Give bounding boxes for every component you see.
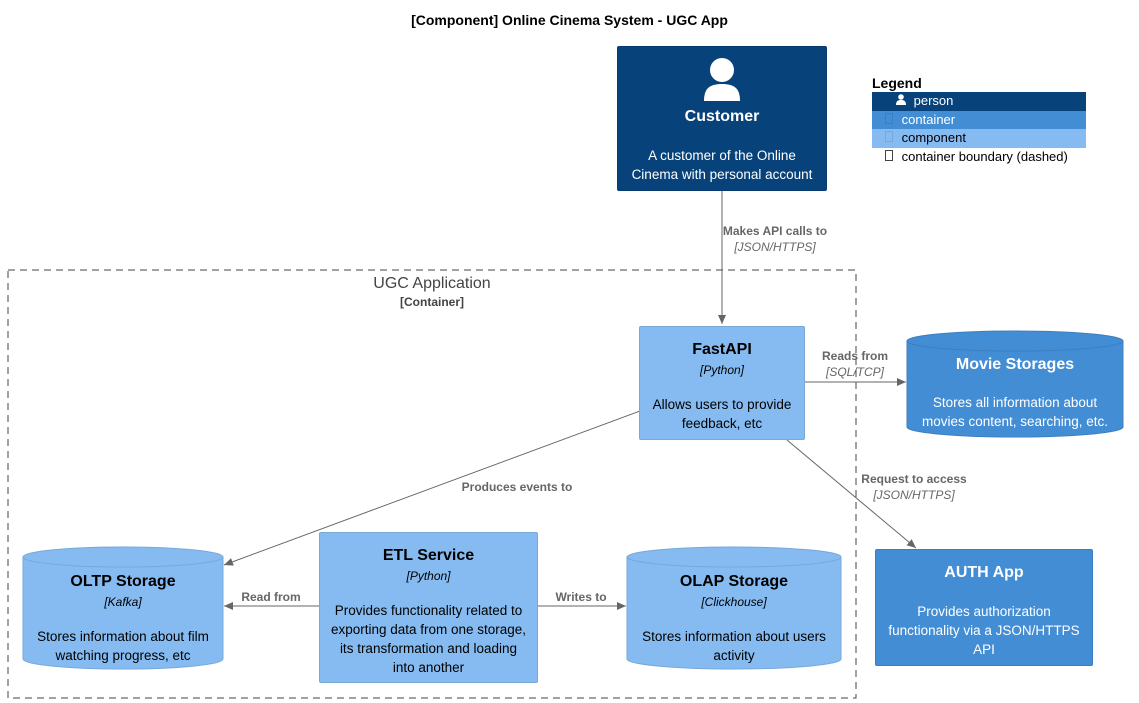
arrow-fastapi-oltp [223, 410, 641, 566]
arrow-fastapi-auth [786, 439, 917, 549]
legend-item-container: container [872, 110, 1086, 130]
etl-name: ETL Service [382, 547, 475, 564]
legend-label: component [901, 130, 966, 145]
database-shape [22, 546, 224, 670]
auth-app-node[interactable]: AUTH App Provides authorization function… [875, 549, 1093, 666]
customer-name: Customer [684, 108, 760, 125]
auth-desc: Provides authorization functionality via… [888, 604, 1080, 657]
auth-name: AUTH App [944, 564, 1024, 581]
rel-label: Request to access [861, 472, 967, 486]
rel-tech: [SQL/TCP] [825, 365, 884, 379]
movie-storages-desc: Stores all information about movies cont… [921, 395, 1109, 429]
ugc-boundary [7, 269, 857, 699]
oltp-storage-node[interactable]: OLTP Storage [Kafka] Stores information … [22, 546, 224, 670]
movie-storages-node[interactable]: Movie Storages Stores all information ab… [906, 330, 1124, 438]
fastapi-name: FastAPI [692, 341, 752, 358]
boundary-type: [Container] [400, 295, 464, 309]
diagram-title: [Component] Online Cinema System - UGC A… [411, 12, 728, 28]
fastapi-node[interactable]: FastAPI [Python] Allows users to provide… [639, 326, 805, 440]
oltp-desc: Stores information about film watching p… [37, 629, 209, 663]
person-icon [892, 92, 910, 111]
rel-fastapi-auth: Request to access [JSON/HTTPS] [852, 472, 976, 502]
olap-tech: [Clickhouse] [701, 595, 767, 609]
olap-name: OLAP Storage [679, 573, 789, 590]
rel-label: Read from [241, 590, 301, 604]
rel-fastapi-oltp: Produces events to [452, 480, 582, 494]
legend-item-component: component [872, 129, 1086, 148]
oltp-name: OLTP Storage [70, 573, 176, 590]
etl-node[interactable]: ETL Service [Python] Provides functional… [319, 532, 538, 683]
rel-tech: [JSON/HTTPS] [873, 488, 955, 502]
rel-label: Produces events to [461, 480, 573, 494]
fastapi-desc: Allows users to provide feedback, etc [652, 397, 792, 431]
legend-label: container boundary (dashed) [901, 148, 1068, 164]
box-icon [880, 148, 898, 167]
rel-label: Writes to [555, 590, 607, 604]
legend-title: Legend [872, 75, 922, 91]
rel-etl-oltp: Read from [232, 590, 310, 604]
olap-storage-node[interactable]: OLAP Storage [Clickhouse] Stores informa… [626, 546, 842, 670]
database-shape [906, 330, 1124, 438]
oltp-tech: [Kafka] [104, 595, 142, 609]
boundary-label: UGC Application [Container] [332, 275, 532, 309]
rel-etl-olap: Writes to [548, 590, 614, 604]
customer-desc: A customer of the Online Cinema with per… [631, 148, 813, 182]
fastapi-tech: [Python] [699, 363, 745, 377]
etl-desc: Provides functionality related to export… [330, 603, 527, 675]
olap-desc: Stores information about users activity [642, 629, 826, 663]
legend-item-boundary: container boundary (dashed) [872, 147, 1086, 167]
customer-node[interactable]: Customer A customer of the Online Cinema… [617, 46, 827, 191]
box-icon [880, 129, 898, 148]
legend-label: container [901, 111, 956, 127]
boundary-name: UGC Application [373, 275, 491, 292]
rel-tech: [JSON/HTTPS] [734, 240, 816, 254]
legend-label: person [913, 93, 954, 108]
rel-fastapi-movie: Reads from [SQL/TCP] [810, 349, 900, 379]
database-shape [626, 546, 842, 670]
person-icon [704, 58, 740, 101]
box-icon [880, 111, 898, 130]
legend-item-person: person [872, 92, 1086, 111]
movie-storages-name: Movie Storages [955, 356, 1075, 373]
legend: Legend person container component contai… [872, 75, 1086, 166]
rel-label: Reads from [821, 349, 889, 363]
rel-label: Makes API calls to [722, 224, 828, 238]
rel-customer-fastapi: Makes API calls to [JSON/HTTPS] [712, 224, 838, 254]
etl-tech: [Python] [406, 569, 451, 583]
